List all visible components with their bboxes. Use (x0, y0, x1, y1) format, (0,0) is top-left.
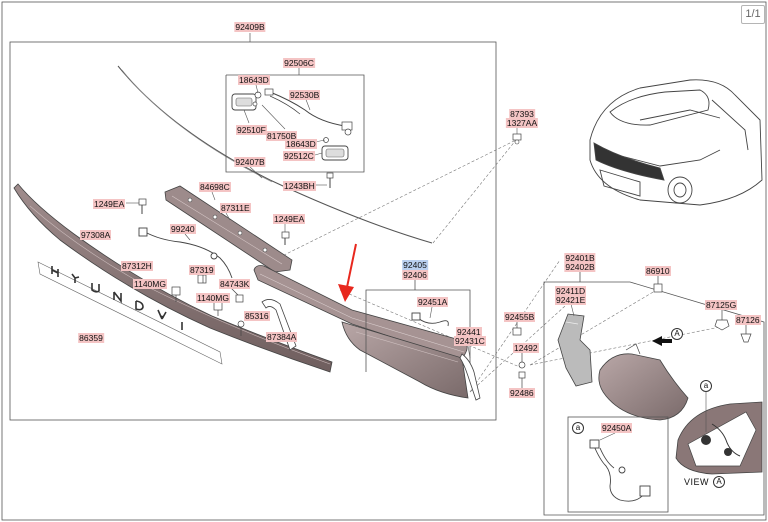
part-label-92441[interactable]: 92441 (456, 327, 482, 337)
part-label-18643D-a[interactable]: 18643D (238, 75, 270, 85)
part-label-87126[interactable]: 87126 (735, 315, 761, 325)
part-label-84743K[interactable]: 84743K (219, 279, 251, 289)
part-label-99240[interactable]: 99240 (170, 224, 196, 234)
lamp-bracket-92411D (557, 303, 593, 387)
part-label-87393[interactable]: 87393 (509, 109, 535, 119)
part-label-1243BH[interactable]: 1243BH (283, 181, 316, 191)
part-label-92455B[interactable]: 92455B (504, 312, 536, 322)
seal-92441 (459, 353, 481, 401)
part-label-1140MG-b[interactable]: 1140MG (196, 293, 230, 303)
part-label-84698C[interactable]: 84698C (199, 182, 231, 192)
part-label-81750B[interactable]: 81750B (266, 131, 298, 141)
part-label-92401B[interactable]: 92401B (564, 253, 596, 263)
red-indicator-arrow (338, 243, 357, 302)
part-label-92411D[interactable]: 92411D (555, 286, 587, 296)
view-arrow (652, 336, 672, 346)
part-label-92421E[interactable]: 92421E (555, 295, 587, 305)
part-label-87384A[interactable]: 87384A (266, 332, 298, 342)
tail-garnish-92405 (253, 265, 469, 399)
part-label-92486[interactable]: 92486 (509, 388, 535, 398)
part-label-92406[interactable]: 92406 (402, 270, 428, 280)
part-label-92512C[interactable]: 92512C (283, 151, 315, 161)
page-counter[interactable]: 1/1 (741, 5, 765, 24)
part-label-92451A[interactable]: 92451A (417, 297, 449, 307)
wiring-92450A (589, 432, 651, 502)
license-lamp-subgroup (225, 68, 365, 173)
bumper-garnish-left (13, 183, 333, 373)
right-fasteners (512, 322, 526, 388)
view-arrow-circle: A (671, 328, 683, 340)
part-label-87125G[interactable]: 87125G (705, 300, 738, 310)
part-label-1249EA-b[interactable]: 1249EA (273, 214, 306, 224)
nut-87125G (714, 310, 730, 331)
wiring-92451A (411, 306, 449, 327)
part-label-92530B[interactable]: 92530B (289, 90, 321, 100)
detail-box-a (567, 416, 669, 513)
part-label-85316[interactable]: 85316 (244, 311, 270, 321)
part-label-87311E[interactable]: 87311E (220, 203, 251, 213)
part-label-92407B[interactable]: 92407B (234, 157, 266, 167)
view-label: VIEW (684, 477, 710, 487)
part-label-92510F[interactable]: 92510F (236, 125, 267, 135)
part-label-87312H[interactable]: 87312H (121, 261, 153, 271)
vehicle-illustration (589, 79, 763, 206)
part-label-86910[interactable]: 86910 (645, 266, 671, 276)
part-label-92405[interactable]: 92405 (402, 260, 428, 270)
rear-lamp-92401B (598, 343, 689, 421)
part-label-12492[interactable]: 12492 (513, 343, 539, 353)
part-label-97308A[interactable]: 97308A (80, 230, 112, 240)
lamp-back-view (675, 390, 763, 475)
part-label-92506C[interactable]: 92506C (283, 58, 315, 68)
part-label-1249EA-a[interactable]: 1249EA (93, 199, 126, 209)
part-label-1327AA[interactable]: 1327AA (505, 118, 539, 128)
detail-box-circle-a: a (572, 422, 584, 434)
small-clips (171, 274, 245, 336)
part-label-1140MG-a[interactable]: 1140MG (133, 279, 167, 289)
part-label-18643D-b[interactable]: 18643D (285, 139, 317, 149)
part-label-92402B[interactable]: 92402B (564, 262, 596, 272)
bolt-86910 (653, 276, 663, 293)
part-label-87319[interactable]: 87319 (189, 265, 215, 275)
clip-1249EA-left (126, 198, 147, 214)
bolt-87393 (512, 127, 522, 145)
detail-circle-a: a (700, 380, 712, 392)
hyundai-emblem-letters (51, 266, 183, 330)
sensor-wiring-99240 (138, 227, 233, 279)
clip-87126 (740, 325, 752, 343)
bracket-87311E (164, 185, 293, 273)
part-label-92409B[interactable]: 92409B (234, 22, 266, 32)
clip-1249EA-right (281, 224, 290, 245)
part-label-92431C[interactable]: 92431C (454, 336, 486, 346)
bolt-1243BH (316, 172, 334, 188)
rear-lamp-box (543, 272, 765, 516)
part-label-92450A[interactable]: 92450A (601, 423, 633, 433)
view-label-circle: A (713, 476, 725, 488)
part-label-86359[interactable]: 86359 (78, 333, 104, 343)
